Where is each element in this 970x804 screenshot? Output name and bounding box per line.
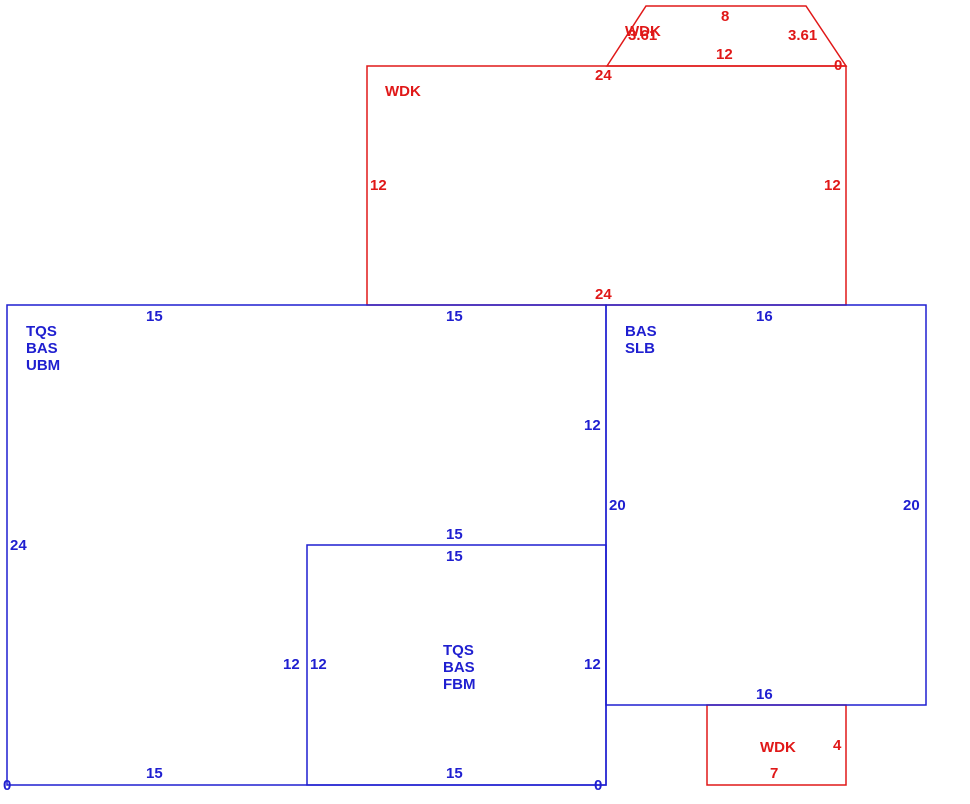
main-left-code-1: TQS bbox=[26, 323, 57, 340]
bottom-zero-left-dim: 0 bbox=[3, 777, 11, 794]
inner-right-12-dim: 12 bbox=[584, 656, 601, 673]
trap-overlap-label: 3.61 bbox=[628, 27, 657, 44]
main-bottom-code-3: FBM bbox=[443, 676, 476, 693]
right-bottom-16-dim: 16 bbox=[756, 686, 773, 703]
trap-base-dim: 12 bbox=[716, 46, 733, 63]
bottom-left-15-dim: 15 bbox=[146, 765, 163, 782]
inner-top-15-dim: 15 bbox=[446, 526, 463, 543]
deck-top-code: WDK bbox=[385, 83, 421, 100]
main-left-code-2: BAS bbox=[26, 340, 58, 357]
main-left-code-3: UBM bbox=[26, 357, 60, 374]
bottom-zero-right-dim: 0 bbox=[594, 777, 602, 794]
inner-left-12a-dim: 12 bbox=[283, 656, 300, 673]
deck-bottom-edge-dim: 24 bbox=[595, 286, 612, 303]
deck-bottom-7-dim: 7 bbox=[770, 765, 778, 782]
right-inner-12-dim: 12 bbox=[584, 417, 601, 434]
inner-top-15b-dim: 15 bbox=[446, 548, 463, 565]
top-left-15a-dim: 15 bbox=[146, 308, 163, 325]
main-bottom-code-2: BAS bbox=[443, 659, 475, 676]
main-right-code-1: BAS bbox=[625, 323, 657, 340]
main-right-code-2: SLB bbox=[625, 340, 655, 357]
top-left-15b-dim: 15 bbox=[446, 308, 463, 325]
trap-right-dim: 3.61 bbox=[788, 27, 817, 44]
left-24-dim: 24 bbox=[10, 537, 27, 554]
inner-left-12b-dim: 12 bbox=[310, 656, 327, 673]
trap-top-dim: 8 bbox=[721, 8, 729, 25]
right-inner-20-dim: 20 bbox=[609, 497, 626, 514]
deck-bottom-4-dim: 4 bbox=[833, 737, 842, 754]
bottom-mid-15-dim: 15 bbox=[446, 765, 463, 782]
top-right-16-dim: 16 bbox=[756, 308, 773, 325]
trap-area-code: WDK bbox=[625, 23, 661, 40]
main-right-outline bbox=[605, 304, 927, 706]
deck-left-dim: 12 bbox=[370, 177, 387, 194]
main-bottom-inner-outline bbox=[306, 544, 607, 786]
deck-right-dim: 12 bbox=[824, 177, 841, 194]
right-outer-20-dim: 20 bbox=[903, 497, 920, 514]
deck-top-outline bbox=[366, 65, 847, 306]
deck-top-edge-dim: 24 bbox=[595, 67, 612, 84]
deck-bottom-code: WDK bbox=[760, 739, 796, 756]
main-bottom-code-1: TQS bbox=[443, 642, 474, 659]
trap-zero-dim: 0 bbox=[834, 57, 842, 74]
